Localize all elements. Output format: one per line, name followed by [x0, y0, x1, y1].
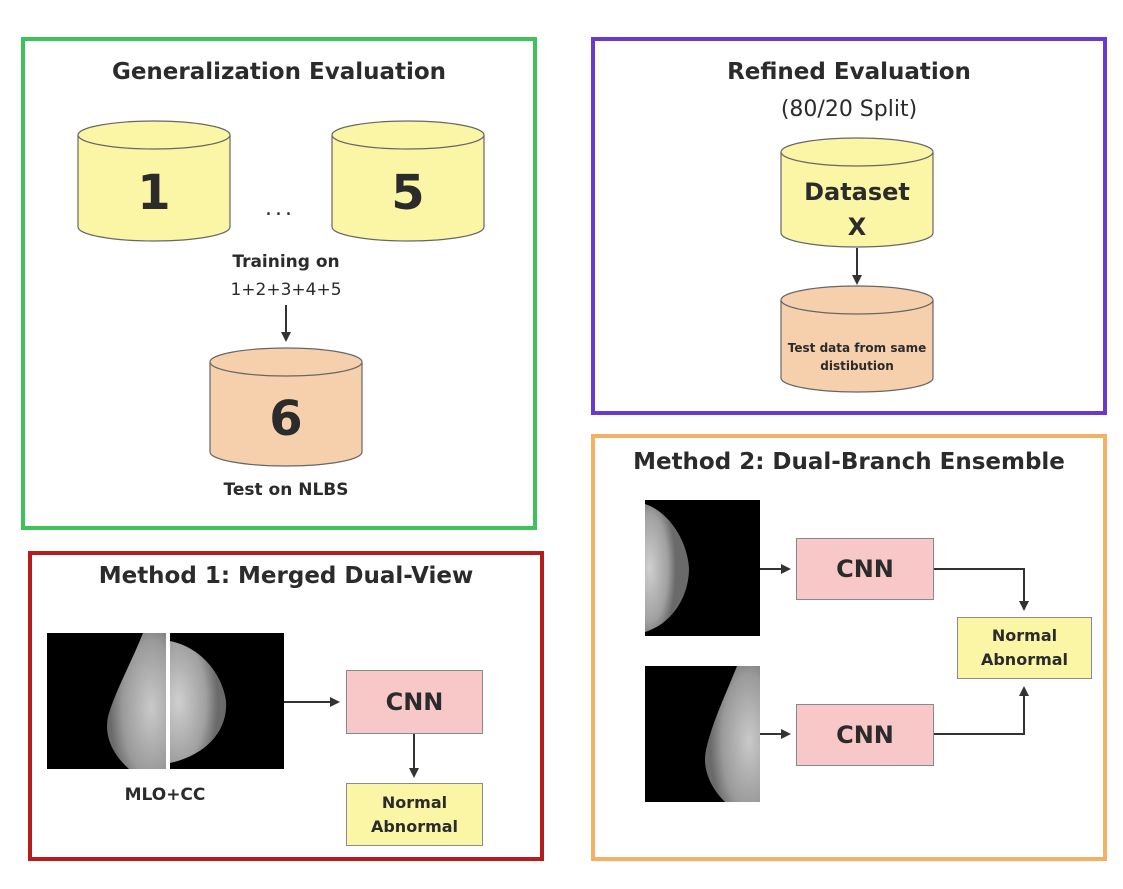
- method2-output-abnormal: Abnormal: [980, 650, 1069, 669]
- method2-top-mammogram-image: [645, 500, 760, 636]
- dataset-x-cylinder: [780, 137, 934, 248]
- method1-title: Method 1: Merged Dual-View: [98, 563, 474, 589]
- test-data-line1: Test data from same: [787, 341, 927, 355]
- test-label: Test on NLBS: [223, 480, 349, 500]
- method2-title: Method 2: Dual-Branch Ensemble: [633, 449, 1065, 475]
- method2-output-box: Normal Abnormal: [957, 617, 1092, 679]
- mlo-breast-icon: [107, 633, 166, 769]
- method1-output-box: Normal Abnormal: [346, 783, 483, 846]
- method2-bottom-breast-icon: [705, 666, 760, 802]
- method2-bottom-cnn-box: CNN: [796, 704, 934, 766]
- training-label: Training on: [232, 252, 340, 272]
- refined-subtitle: (80/20 Split): [780, 97, 918, 122]
- method1-cnn-box: CNN: [346, 670, 483, 734]
- test-dataset-6-label: 6: [269, 391, 303, 447]
- dataset-1-label: 1: [137, 165, 171, 221]
- method2-top-breast-icon: [645, 504, 689, 632]
- method2-top-cnn-to-output-arrow: [934, 568, 1029, 611]
- method2-bottom-mammogram-image: [645, 666, 760, 802]
- refined-title: Refined Evaluation: [727, 59, 971, 85]
- mlo-cc-caption: MLO+CC: [124, 785, 206, 805]
- test-data-line2: distibution: [820, 359, 894, 373]
- dataset-x-line1: Dataset: [804, 178, 910, 206]
- dataset-cylinder-5: [331, 120, 485, 242]
- dataset-x-line2: X: [847, 213, 867, 241]
- training-sets: 1+2+3+4+5: [230, 280, 342, 300]
- generalization-title: Generalization Evaluation: [111, 59, 447, 85]
- method2-bottom-cnn-to-output-arrow: [934, 686, 1029, 735]
- dataset-cylinder-1: [77, 120, 231, 242]
- method1-output-abnormal: Abnormal: [370, 816, 459, 836]
- test-cylinder-6: [209, 347, 363, 467]
- method1-output-normal: Normal: [381, 792, 448, 812]
- ellipsis: ...: [265, 196, 295, 221]
- cc-mammogram-image: [170, 633, 284, 769]
- dataset-5-label: 5: [391, 165, 425, 221]
- mlo-mammogram-image: [47, 633, 166, 769]
- method2-output-normal: Normal: [991, 626, 1058, 645]
- method2-top-cnn-box: CNN: [796, 538, 934, 600]
- test-data-cylinder: [780, 285, 934, 393]
- cc-breast-icon: [170, 641, 227, 763]
